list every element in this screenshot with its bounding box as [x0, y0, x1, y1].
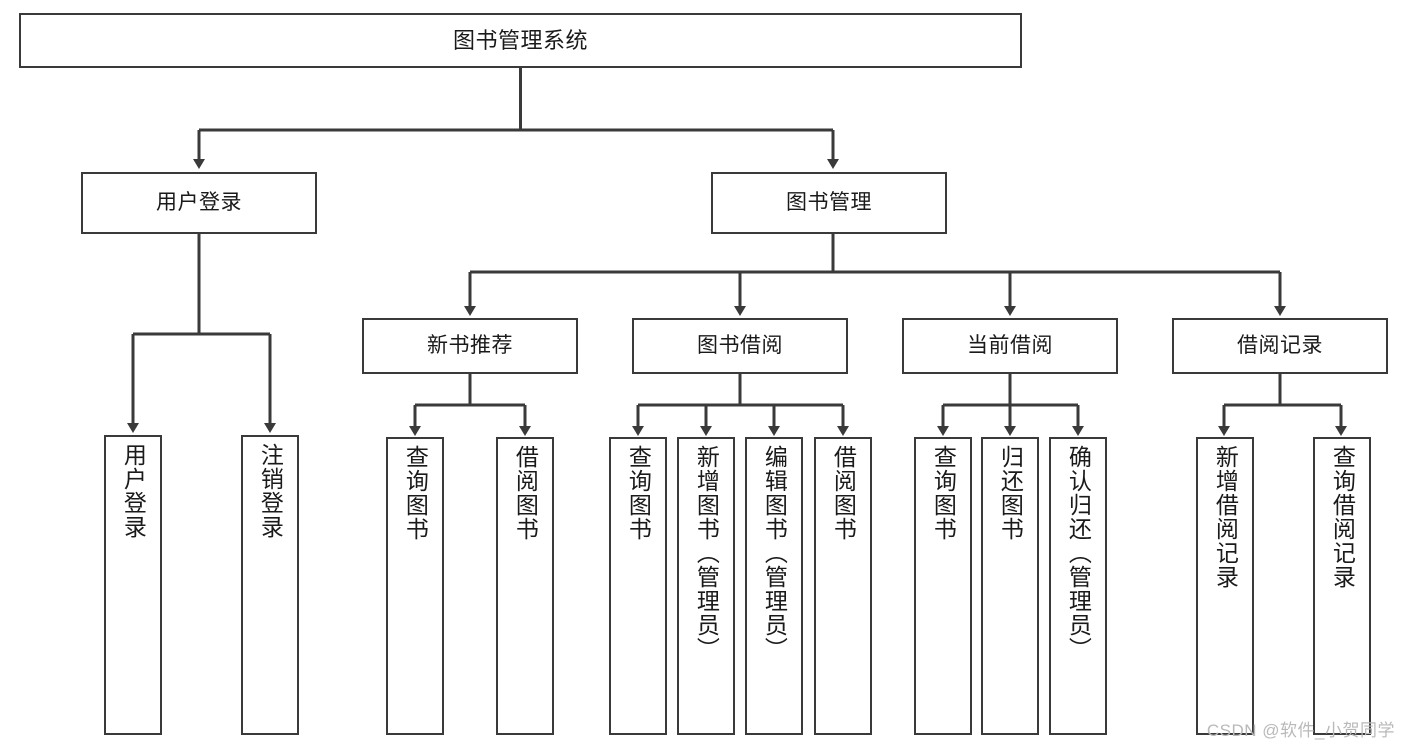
node-user-login[interactable]: 用户登录 — [81, 172, 317, 234]
node-label: 图书管理系统 — [452, 27, 588, 53]
node-leaf-return-book[interactable]: 归还图书 — [981, 437, 1039, 735]
node-leaf-edit-book-admin[interactable]: 编辑图书（管理员） — [745, 437, 803, 735]
node-label: 借阅图书 — [830, 445, 857, 541]
node-label: 查询图书 — [402, 445, 429, 541]
node-leaf-logout[interactable]: 注销登录 — [241, 435, 299, 735]
node-leaf-confirm-return-admin[interactable]: 确认归还（管理员） — [1049, 437, 1107, 735]
node-label: 借阅图书 — [512, 445, 539, 541]
node-label: 图书管理 — [786, 190, 872, 214]
node-leaf-borrow-book[interactable]: 借阅图书 — [814, 437, 872, 735]
node-label: 注销登录 — [257, 443, 284, 539]
node-new-book-recommend[interactable]: 新书推荐 — [362, 318, 578, 374]
node-leaf-query-borrow-record[interactable]: 查询借阅记录 — [1313, 437, 1371, 735]
node-leaf-user-login[interactable]: 用户登录 — [104, 435, 162, 735]
node-label: 新增图书（管理员） — [693, 445, 720, 661]
node-label: 用户登录 — [120, 443, 147, 539]
node-leaf-add-book-admin[interactable]: 新增图书（管理员） — [677, 437, 735, 735]
node-leaf-query-book-recommend[interactable]: 查询图书 — [386, 437, 444, 735]
node-book-borrow[interactable]: 图书借阅 — [632, 318, 848, 374]
watermark-text: CSDN @软件_小贺同学 — [1206, 721, 1395, 740]
node-label: 查询图书 — [625, 445, 652, 541]
node-leaf-borrow-book-recommend[interactable]: 借阅图书 — [496, 437, 554, 735]
node-label: 借阅记录 — [1237, 333, 1323, 357]
node-label: 用户登录 — [156, 190, 242, 214]
node-label: 新增借阅记录 — [1212, 445, 1239, 589]
node-leaf-add-borrow-record[interactable]: 新增借阅记录 — [1196, 437, 1254, 735]
node-label: 图书借阅 — [697, 333, 783, 357]
node-label: 查询借阅记录 — [1329, 445, 1356, 589]
node-current-borrow[interactable]: 当前借阅 — [902, 318, 1118, 374]
node-label: 新书推荐 — [427, 333, 513, 357]
node-book-management[interactable]: 图书管理 — [711, 172, 947, 234]
node-root-book-management-system[interactable]: 图书管理系统 — [19, 13, 1022, 68]
node-label: 归还图书 — [997, 445, 1024, 541]
node-leaf-query-book-borrow[interactable]: 查询图书 — [609, 437, 667, 735]
node-label: 编辑图书（管理员） — [761, 445, 788, 661]
node-leaf-query-book-current[interactable]: 查询图书 — [914, 437, 972, 735]
node-label: 查询图书 — [930, 445, 957, 541]
node-label: 确认归还（管理员） — [1065, 445, 1092, 661]
node-borrow-record[interactable]: 借阅记录 — [1172, 318, 1388, 374]
node-label: 当前借阅 — [967, 333, 1053, 357]
